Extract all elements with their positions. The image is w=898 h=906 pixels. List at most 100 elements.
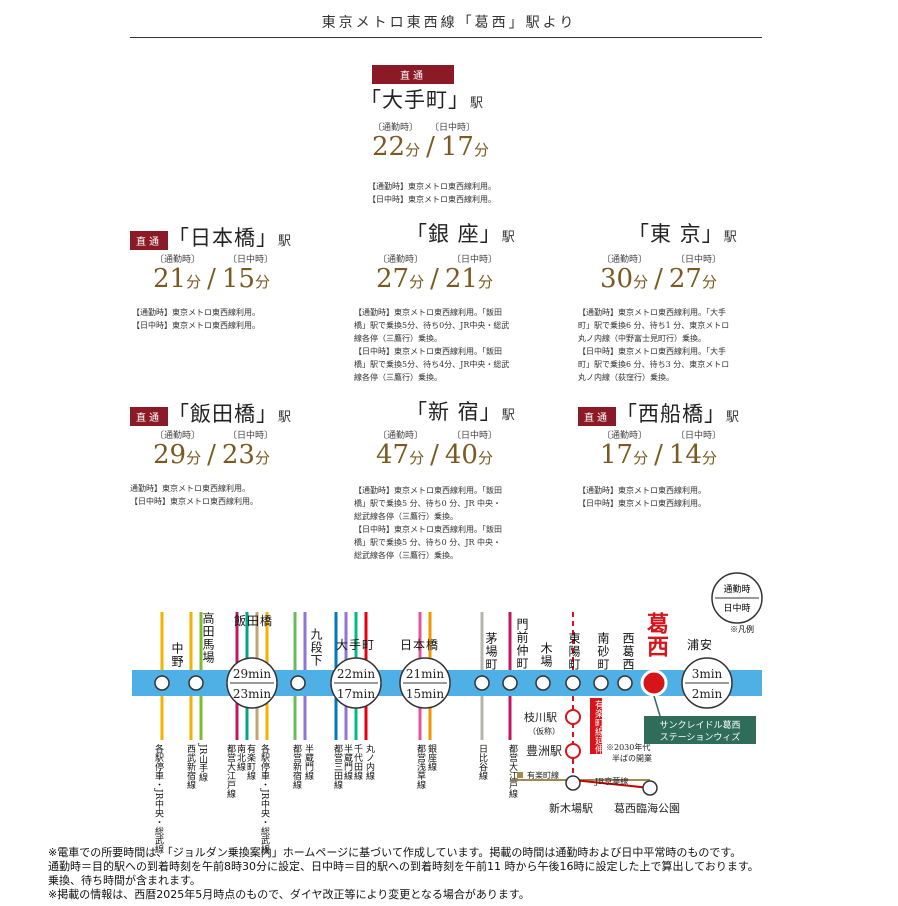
day-time: 14 xyxy=(668,440,702,470)
yurakucho-label: 有楽町線 xyxy=(527,770,559,780)
station-markers xyxy=(154,675,633,691)
time-ginza: 27分/21分 xyxy=(376,264,493,294)
day-time: 27 xyxy=(668,264,702,294)
station-name: 「新 宿」 xyxy=(406,400,502,424)
note: 丸ノ内線（荻窪行）乗換。 xyxy=(578,373,674,382)
kasairinkai-label: 葛西臨海公園 xyxy=(614,801,680,815)
eki-suffix: 駅 xyxy=(726,410,740,425)
commute-label: 〔通勤時〕 xyxy=(378,431,424,441)
station-otemachi: 大手町 xyxy=(336,638,376,652)
direct-badge: 直通 xyxy=(372,65,454,84)
note: 【通勤時】東京メトロ東西線利用。 xyxy=(368,182,496,191)
time-nihonbashi-commute: 21min xyxy=(406,667,444,681)
note: 橋」駅で乗換5分、待ち4分、JR中央・総武 xyxy=(354,360,510,369)
daytime-label: 〔日中時〕 xyxy=(228,431,274,441)
station-name: 「日本橋」 xyxy=(168,226,278,250)
note: 橋」駅で乗換5 分、待ち0 分、JR 中央・ xyxy=(354,538,502,547)
yurakucho-swatch xyxy=(517,772,523,778)
minutes-unit: 分 xyxy=(186,449,202,467)
transfer-takadanobaba-1: JR山手線 xyxy=(197,744,207,782)
time-urayasu-commute: 3min xyxy=(692,667,723,681)
eki-suffix: 駅 xyxy=(723,230,737,245)
station-name: 「東 京」 xyxy=(628,222,724,246)
station-kiba: 木場 xyxy=(539,642,553,668)
day-time: 23 xyxy=(221,440,255,470)
transfer-iidabashi-3: 有楽町線 xyxy=(245,744,255,780)
daytime-label: 〔日中時〕 xyxy=(676,255,722,265)
commute-time: 30 xyxy=(600,264,634,294)
shinkiba-label: 新木場駅 xyxy=(549,801,593,815)
direct-badge: 直通 xyxy=(578,407,616,426)
note: 総武線各停（三鷹行）乗換。 xyxy=(354,551,458,560)
note: 【通勤時】東京メトロ東西線利用。 xyxy=(578,486,706,495)
minutes-unit: 分 xyxy=(477,449,493,467)
station-nihonbashi: 日本橋 xyxy=(400,638,440,652)
minutes-unit: 分 xyxy=(186,273,202,291)
footer-notes: ※電車での所要時間は、「ジョルダン乗換案内」ホームページに基づいて作成しています… xyxy=(48,846,898,902)
time-tokyo: 30分/27分 xyxy=(600,264,717,294)
eki-suffix: 駅 xyxy=(278,410,292,425)
station-title-otemachi: 「大手町」駅 xyxy=(360,84,483,114)
footer-line: ※電車での所要時間は、「ジョルダン乗換案内」ホームページに基づいて作成しています… xyxy=(48,846,742,859)
notes-ginza: 【通勤時】東京メトロ東西線利用。「飯田橋」駅で乗換5分、待ち0分、JR中央・総武… xyxy=(354,306,509,384)
time-nishifunabashi: 17分/14分 xyxy=(600,440,717,470)
note: 【通勤時】東京メトロ東西線利用。「大手 xyxy=(578,308,726,317)
eki-suffix: 駅 xyxy=(470,96,484,111)
note: 【日中時】東京メトロ東西線利用。 xyxy=(132,321,260,330)
commute-time: 21 xyxy=(153,264,187,294)
page-header: 東京メトロ東西線「葛西」駅より xyxy=(321,15,577,31)
keiyo-line xyxy=(572,779,651,789)
transfer-kudanshita-2: 半蔵門線 xyxy=(303,744,313,780)
minutes-unit: 分 xyxy=(409,273,425,291)
transfer-otemachi-1: 都営三田線 xyxy=(332,744,342,789)
station-name: 「飯田橋」 xyxy=(168,402,278,426)
note: 橋」駅で乗換5 分、待ち0 分、JR 中央・ xyxy=(354,499,502,508)
note: 【通勤時】東京メトロ東西線利用。 xyxy=(132,308,260,317)
property-name-2: ステーションウィズ xyxy=(660,731,741,743)
daytime-label: 〔日中時〕 xyxy=(452,431,498,441)
daytime-label: 〔日中時〕 xyxy=(430,123,476,133)
route-map: 29min 23min 22min 17min 21min 15min 3min… xyxy=(132,572,763,815)
daytime-label: 〔日中時〕 xyxy=(452,255,498,265)
eki-suffix: 駅 xyxy=(278,234,292,249)
commute-time: 29 xyxy=(153,440,187,470)
toyosu-marker xyxy=(565,743,581,759)
time-urayasu-day: 2min xyxy=(692,687,723,701)
commute-label: 〔通勤時〕 xyxy=(155,255,201,265)
notes-shinjuku: 【通勤時】東京メトロ東西線利用。「飯田橋」駅で乗換5 分、待ち0 分、JR 中央… xyxy=(354,484,502,562)
time-otemachi-commute: 22min xyxy=(337,667,375,681)
extension-note-2: 半ばの開業 xyxy=(612,753,652,763)
station-title-iidabashi: 直通「飯田橋」駅 xyxy=(130,398,291,428)
footer-line: 乗換、待ち時間が含まれます。 xyxy=(48,874,201,887)
day-time: 15 xyxy=(221,264,255,294)
note: 橋」駅で乗換5分、待ち0分、JR中央・総武 xyxy=(354,321,510,330)
transfer-otemachi-2: 半蔵門線 xyxy=(342,744,352,780)
station-urayasu: 浦安 xyxy=(687,638,714,652)
legend-top: 通勤時 xyxy=(723,583,750,595)
commute-time: 47 xyxy=(376,440,410,470)
station-card-otemachi: 直通 xyxy=(372,64,454,84)
commute-label: 〔通勤時〕 xyxy=(602,431,648,441)
time-iidabashi: 29分/23分 xyxy=(153,440,270,470)
transfer-nakano: 各駅停車・JR中央・総武線 xyxy=(153,744,163,854)
note: 【日中時】東京メトロ東西線利用。 xyxy=(578,499,706,508)
station-monzennakacho: 門前仲町 xyxy=(515,618,529,670)
transfer-kayabacho: 日比谷線 xyxy=(477,744,487,780)
extension-note-1: ※2030年代 xyxy=(606,742,650,752)
edagawa-marker xyxy=(565,709,581,725)
note: 【日中時】東京メトロ東西線利用。「大手 xyxy=(578,347,726,356)
minutes-unit: 分 xyxy=(473,141,489,159)
property-name-1: サンクレイドル葛西 xyxy=(659,719,740,731)
day-time: 17 xyxy=(440,132,474,162)
keiyo-label: JR京葉線 xyxy=(594,776,628,786)
time-iidabashi-commute: 29min xyxy=(233,667,271,681)
note: 通勤時】東京メトロ東西線利用。 xyxy=(130,484,250,493)
commute-label: 〔通勤時〕 xyxy=(155,431,201,441)
toyosu-label: 豊洲駅 xyxy=(526,744,562,758)
station-kasai: 葛西 xyxy=(643,612,669,658)
legend-bottom: 日中時 xyxy=(723,602,750,614)
direct-badge: 直通 xyxy=(130,231,168,250)
minutes-unit: 分 xyxy=(701,449,717,467)
property-badge xyxy=(644,716,756,744)
station-nishikasai: 西葛西 xyxy=(621,632,635,671)
